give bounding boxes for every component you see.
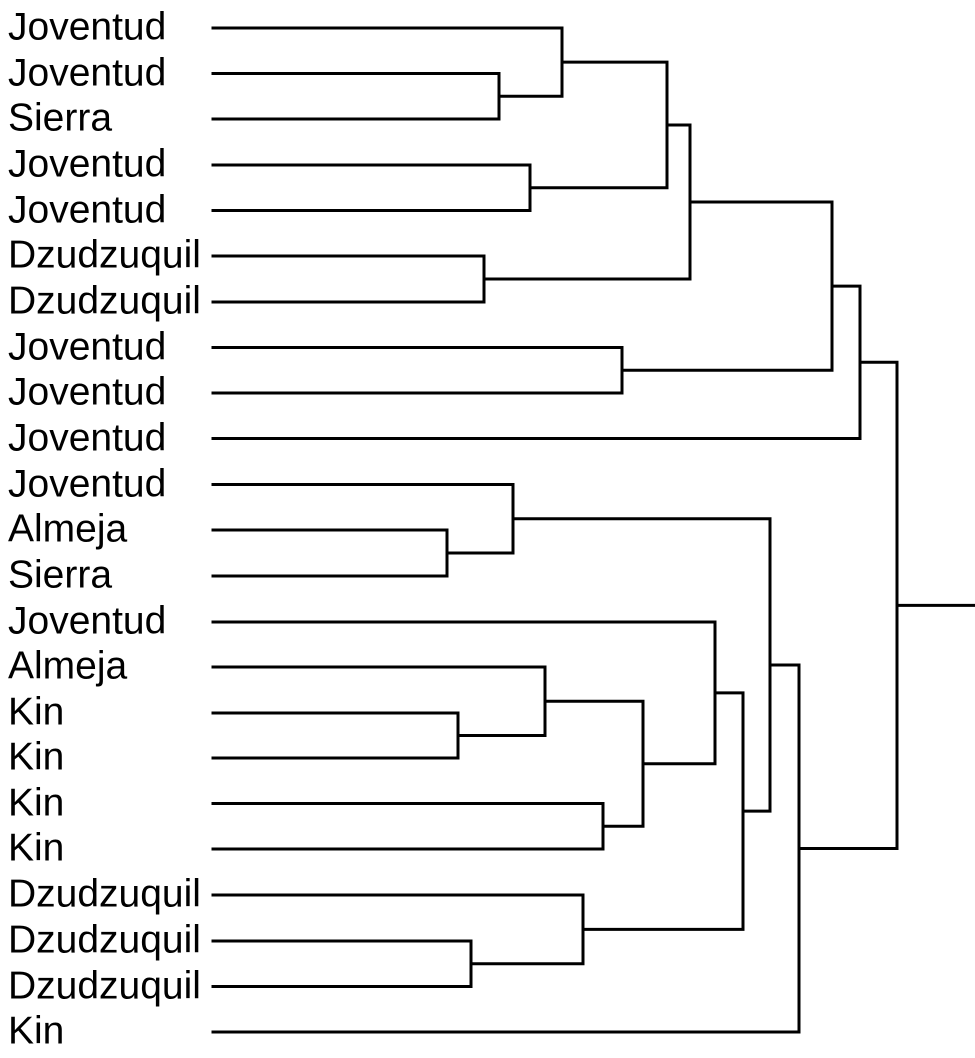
cluster-link	[581, 691, 745, 931]
cluster-link	[797, 360, 899, 850]
cluster-link	[211, 483, 515, 555]
cluster-link	[211, 254, 486, 304]
cluster-link	[543, 699, 645, 828]
cluster-link	[620, 200, 834, 372]
cluster-link	[528, 60, 669, 190]
cluster-link	[211, 163, 532, 212]
cluster-link	[211, 939, 473, 988]
cluster-link	[211, 620, 717, 766]
cluster-link	[211, 284, 862, 440]
cluster-link	[482, 123, 692, 281]
cluster-link	[211, 665, 547, 737]
cluster-link	[211, 26, 564, 98]
cluster-link	[211, 893, 585, 966]
cluster-link	[211, 711, 460, 760]
cluster-link	[211, 802, 605, 851]
cluster-link	[211, 72, 501, 121]
cluster-link	[211, 528, 449, 578]
cluster-link	[211, 346, 624, 395]
